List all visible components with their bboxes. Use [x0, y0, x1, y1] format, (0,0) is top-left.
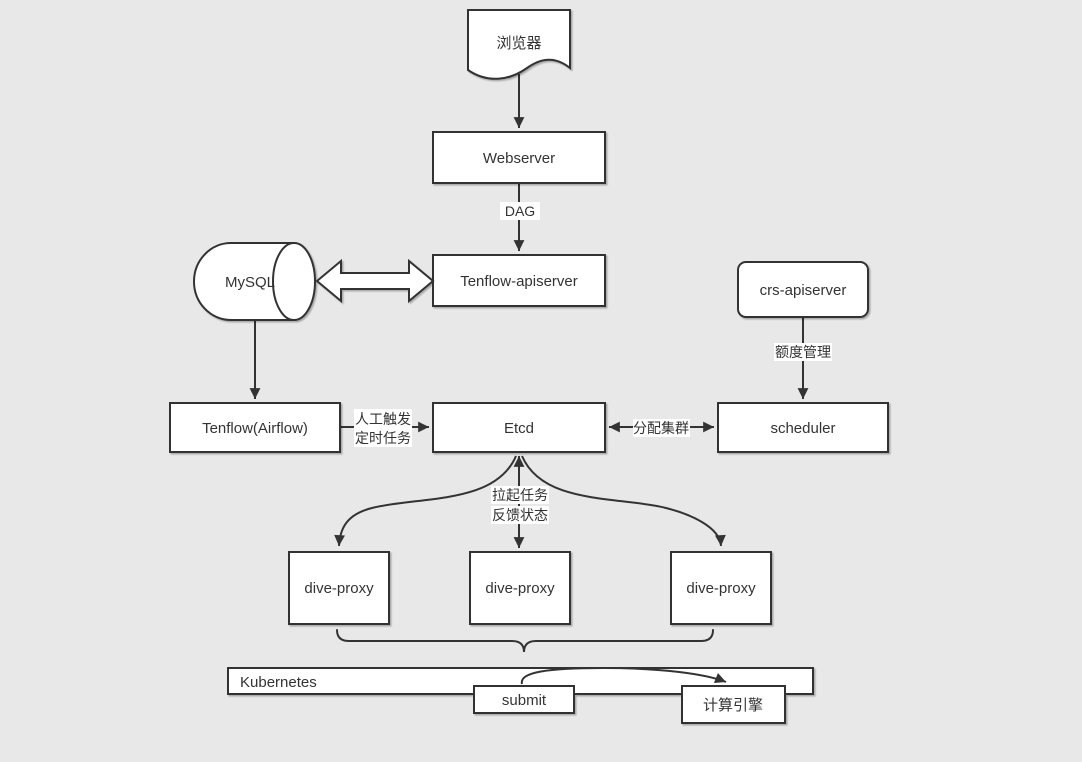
- tenflow-apiserver-label: Tenflow-apiserver: [460, 273, 578, 290]
- scheduler-label: scheduler: [770, 420, 835, 437]
- mysql-cylinder-cap: [272, 242, 316, 321]
- etcd-label: Etcd: [504, 420, 534, 437]
- dive-proxy-label-1: dive-proxy: [304, 580, 374, 597]
- manual-trigger-label-bg: [354, 409, 412, 447]
- dag-label-bg: [500, 202, 540, 220]
- mysql-label: MySQL: [225, 274, 275, 291]
- dive-proxy-box-3: [670, 551, 772, 625]
- dag-edge-label: DAG: [505, 203, 535, 219]
- dive-proxy-box-2: [469, 551, 571, 625]
- compute-engine-box: [681, 685, 786, 724]
- webserver-label: Webserver: [483, 150, 555, 167]
- etcd-box: [432, 402, 606, 453]
- tenflow-airflow-box: [169, 402, 341, 453]
- browser-label: 浏览器: [496, 35, 541, 52]
- submit-label: submit: [502, 692, 547, 709]
- submit-box: [473, 685, 575, 714]
- pull-task-edge-label: 拉起任务: [492, 487, 548, 503]
- tenflow-apiserver-box: [432, 254, 606, 307]
- double-arrow-mysql-apiserver: [315, 258, 435, 304]
- webserver-box: [432, 131, 606, 184]
- kubernetes-label: Kubernetes: [240, 674, 317, 691]
- quota-label-bg: [774, 343, 832, 361]
- edge-submit-to-compute-engine: [520, 666, 727, 685]
- edge-etcd-diveproxy-left: [334, 455, 517, 547]
- assign-cluster-label-bg: [633, 419, 690, 437]
- manual-trigger-edge-label-line1: 人工触发: [355, 411, 411, 427]
- compute-engine-label: 计算引擎: [703, 696, 763, 714]
- edge-etcd-diveproxy-right: [521, 455, 726, 547]
- pull-task-label-bg: [491, 486, 549, 504]
- dive-proxy-label-2: dive-proxy: [485, 580, 555, 597]
- scheduler-box: [717, 402, 889, 453]
- manual-trigger-edge-label-line2: 定时任务: [355, 430, 411, 446]
- mysql-cylinder-body: [193, 242, 295, 321]
- feedback-status-label-bg: [491, 506, 549, 524]
- tenflow-airflow-label: Tenflow(Airflow): [202, 420, 308, 437]
- assign-cluster-edge-label: 分配集群: [633, 420, 689, 436]
- quota-edge-label: 额度管理: [775, 344, 831, 360]
- dive-proxy-label-3: dive-proxy: [686, 580, 756, 597]
- browser-document-shape: [467, 9, 571, 80]
- crs-apiserver-box: [737, 261, 869, 318]
- brace-diveproxies-to-kubernetes: [336, 629, 714, 653]
- dive-proxy-box-1: [288, 551, 390, 625]
- feedback-status-edge-label: 反馈状态: [492, 507, 548, 523]
- crs-apiserver-label: crs-apiserver: [760, 282, 847, 299]
